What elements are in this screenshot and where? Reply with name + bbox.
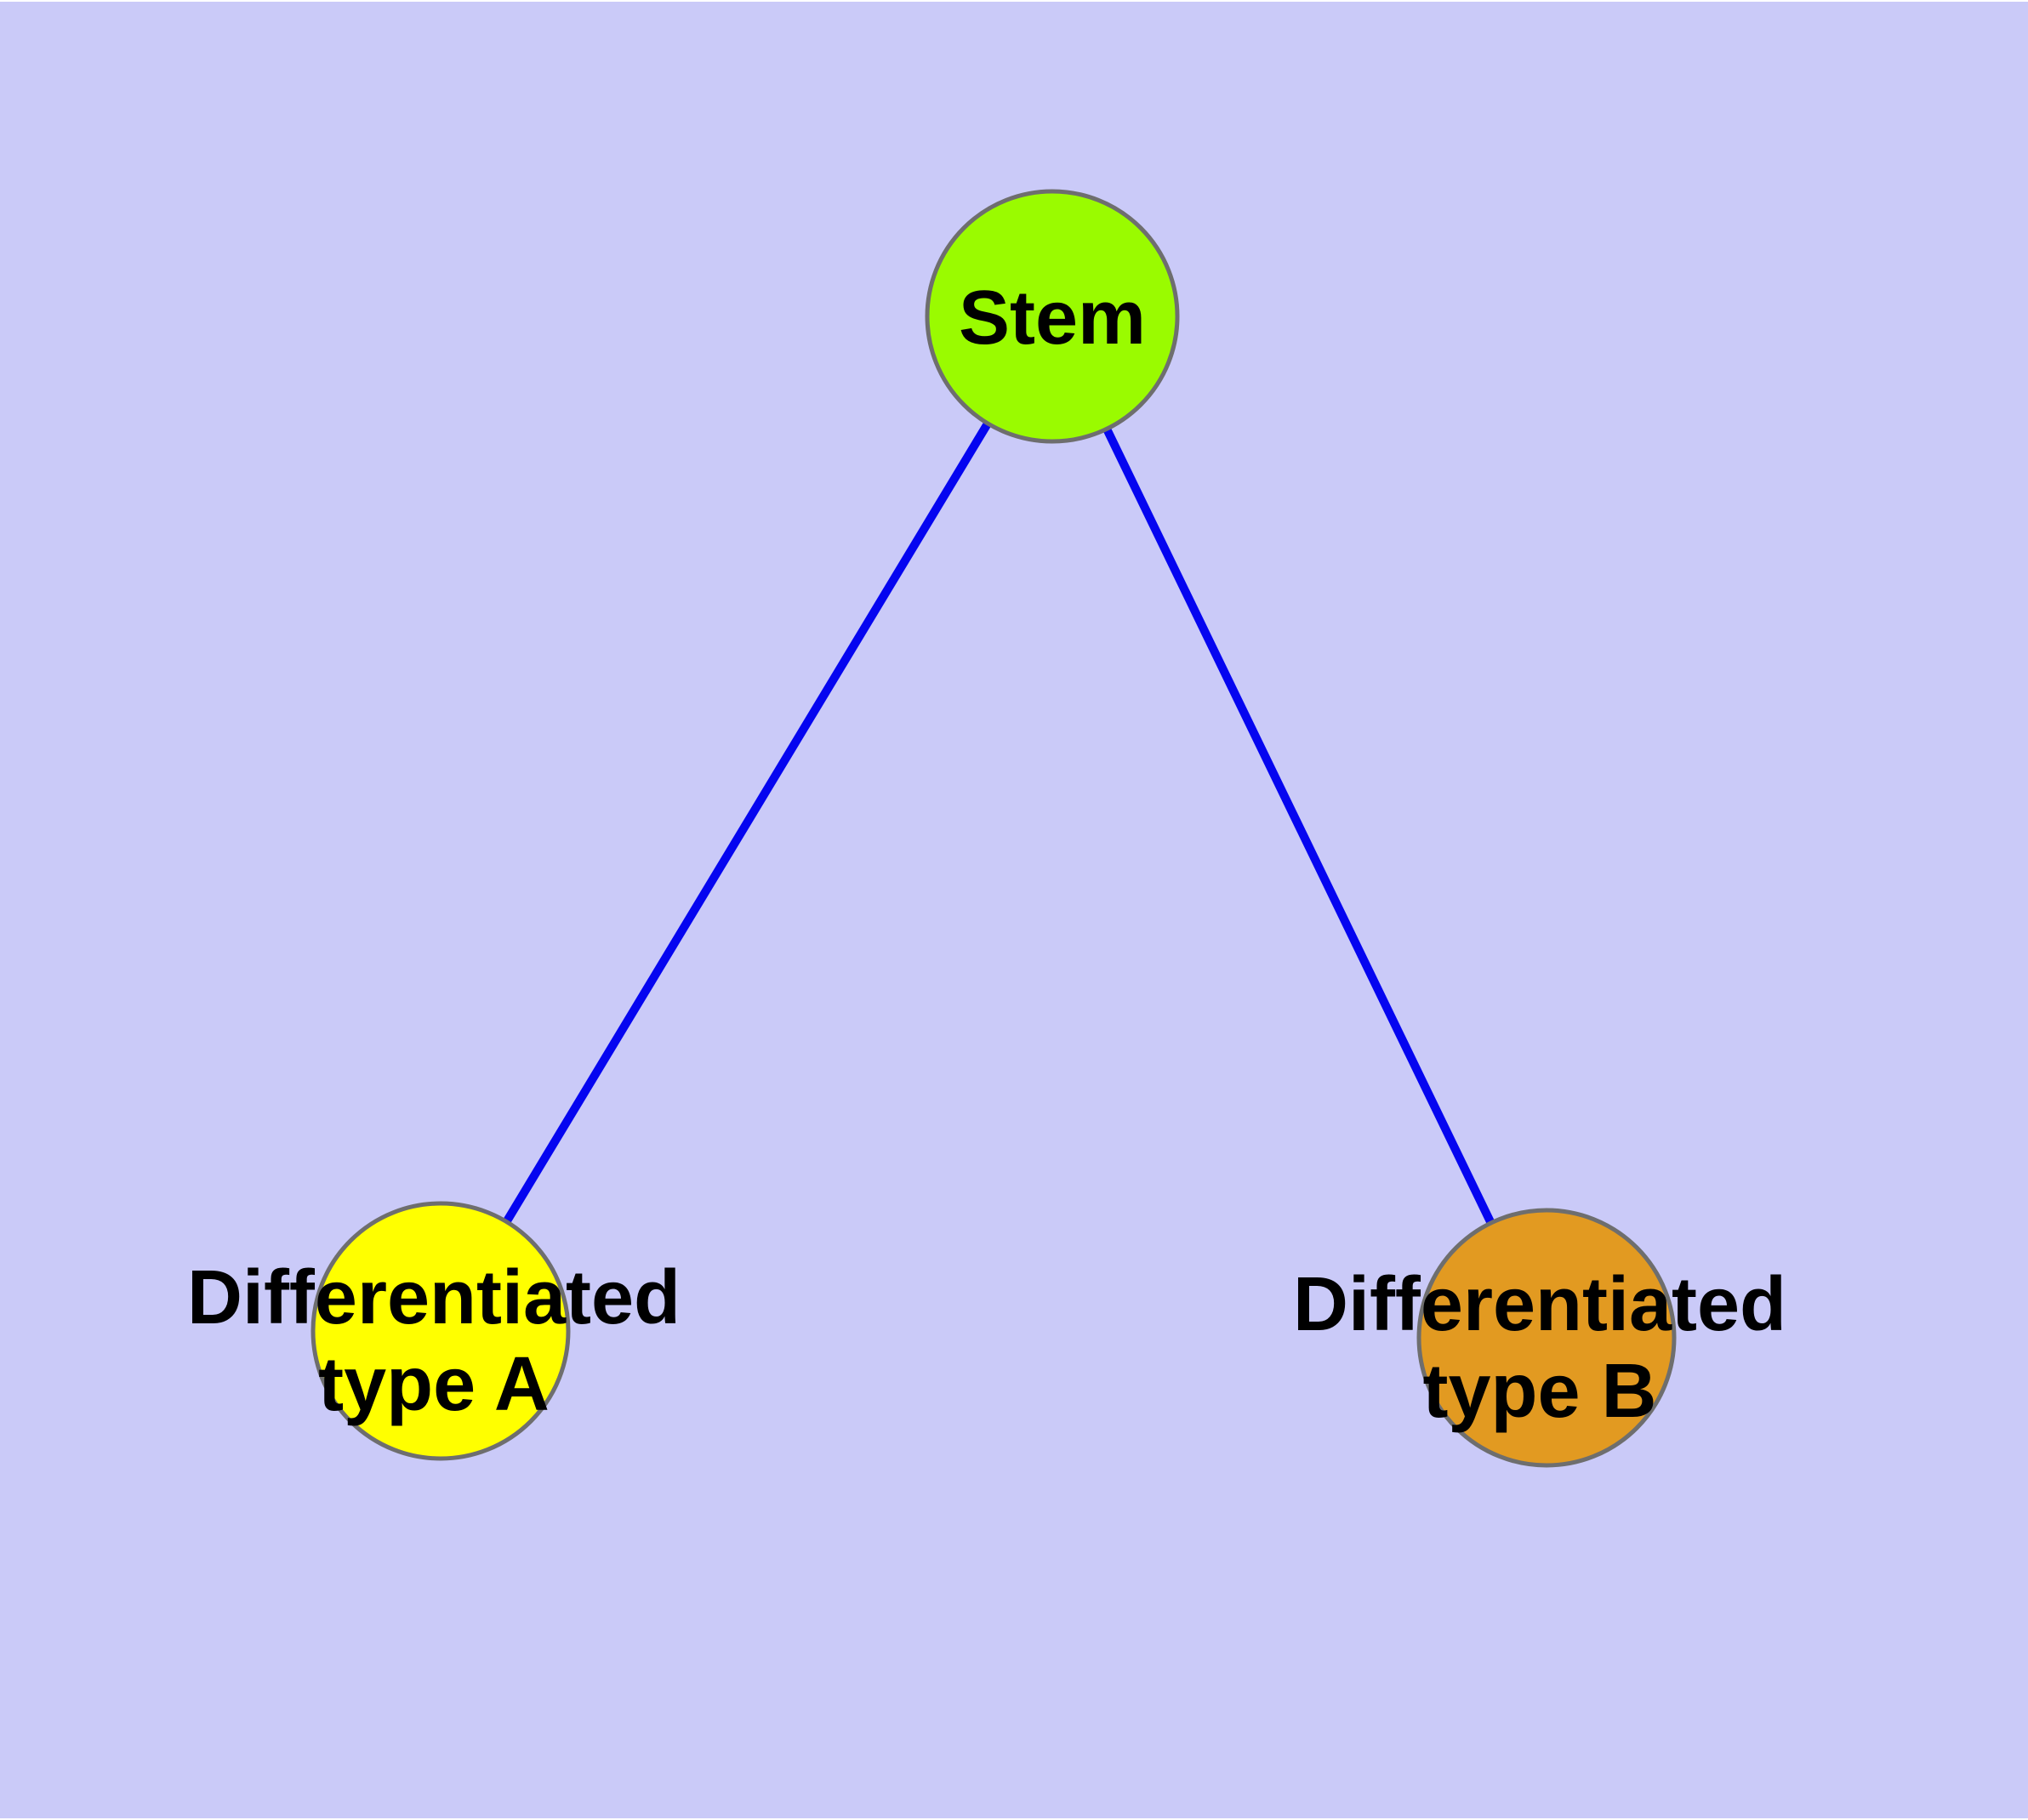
node-type-b-label-line1: Differentiated: [1293, 1262, 1786, 1347]
edge-stem-to-type-b: [1048, 314, 1551, 1340]
node-stem-circle: [925, 189, 1180, 444]
node-type-a-label-line1: Differentiated: [187, 1255, 681, 1340]
edge-stem-to-type-a: [436, 314, 1057, 1334]
node-type-b-circle: [1416, 1208, 1677, 1468]
node-type-a-label-line2: type A: [318, 1342, 550, 1427]
node-stem-label: Stem: [959, 276, 1146, 361]
node-type-a-circle: [310, 1201, 571, 1461]
node-type-b-label-line2: type B: [1422, 1349, 1656, 1434]
